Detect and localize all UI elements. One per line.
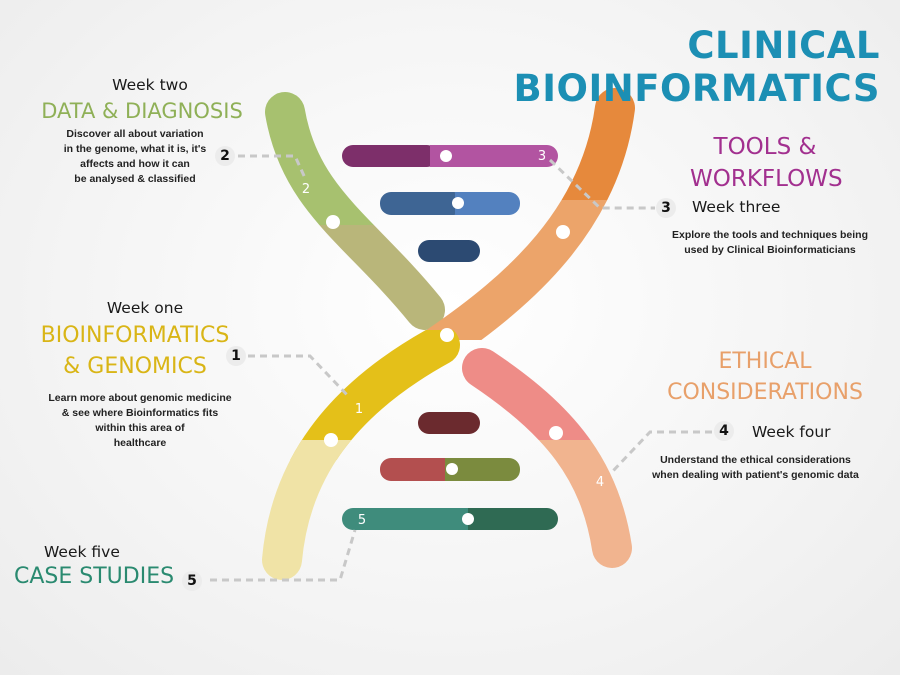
strand-number-3: 3: [538, 149, 546, 164]
heading-line: ETHICAL: [718, 349, 812, 374]
strand-lower-right: [462, 348, 632, 568]
section-description: Understand the ethical considerations wh…: [628, 453, 883, 483]
description-line: healthcare: [113, 437, 167, 449]
description-line: Explore the tools and techniques being: [671, 229, 869, 241]
section-heading: TOOLS & WORKFLOWS: [690, 131, 843, 195]
heading-line: & GENOMICS: [63, 354, 207, 379]
description-line: Understand the ethical considerations: [660, 454, 851, 466]
strand-notches: [324, 215, 570, 447]
week-label: Week four: [752, 423, 831, 441]
strand-number-4: 4: [596, 475, 604, 490]
section-heading: ETHICAL CONSIDERATIONS: [655, 346, 875, 408]
rung-5: [380, 458, 520, 481]
week-label: Week five: [44, 543, 120, 561]
heading-line: CASE STUDIES: [14, 564, 175, 589]
strand-upper-left: [265, 92, 445, 330]
description-line: & see where Bioinformatics fits: [61, 407, 219, 419]
description-line: be analysed & classified: [74, 173, 196, 185]
week-label: Week three: [692, 198, 781, 216]
step-badge-4: 4: [714, 421, 734, 441]
heading-line: CONSIDERATIONS: [667, 380, 863, 405]
description-line: Learn more about genomic medicine: [48, 392, 232, 404]
description-line: used by Clinical Bioinformaticians: [684, 244, 856, 256]
rungs: [342, 145, 558, 530]
description-line: in the genome, what it is, it's: [63, 143, 207, 155]
strand-number-5: 5: [358, 513, 366, 528]
rung-1: [342, 145, 558, 167]
step-badge-1: 1: [226, 346, 246, 366]
description-line: when dealing with patient's genomic data: [652, 469, 859, 481]
section-heading: DATA & DIAGNOSIS: [12, 96, 272, 126]
description-line: affects and how it can: [80, 158, 190, 170]
rung-2: [380, 192, 520, 215]
step-badge-5: 5: [182, 571, 202, 591]
heading-line: WORKFLOWS: [690, 166, 843, 192]
section-description: Discover all about variation in the geno…: [20, 127, 250, 187]
strand-number-1: 1: [355, 402, 363, 417]
week-label: Week one: [106, 299, 184, 317]
description-line: Discover all about variation: [66, 128, 204, 140]
heading-line: BIOINFORMATICS: [40, 323, 230, 348]
description-line: within this area of: [95, 422, 185, 434]
section-description: Explore the tools and techniques being u…: [655, 228, 885, 258]
rung-6: [342, 508, 558, 530]
rung-3: [418, 240, 480, 262]
step-badge-3: 3: [656, 198, 676, 218]
strand-number-2: 2: [302, 182, 310, 197]
section-heading: BIOINFORMATICS & GENOMICS: [15, 320, 255, 382]
strand-upper-right: [420, 88, 635, 340]
heading-line: DATA & DIAGNOSIS: [41, 99, 243, 123]
rung-4: [418, 412, 480, 434]
section-heading: CASE STUDIES: [14, 562, 214, 592]
connector-lines: [210, 154, 712, 582]
step-badge-2: 2: [215, 146, 235, 166]
heading-line: TOOLS &: [713, 134, 817, 160]
week-label: Week two: [112, 76, 188, 94]
section-description: Learn more about genomic medicine & see …: [25, 391, 255, 451]
page-title: CLINICAL BIOINFORMATICS: [513, 24, 880, 110]
